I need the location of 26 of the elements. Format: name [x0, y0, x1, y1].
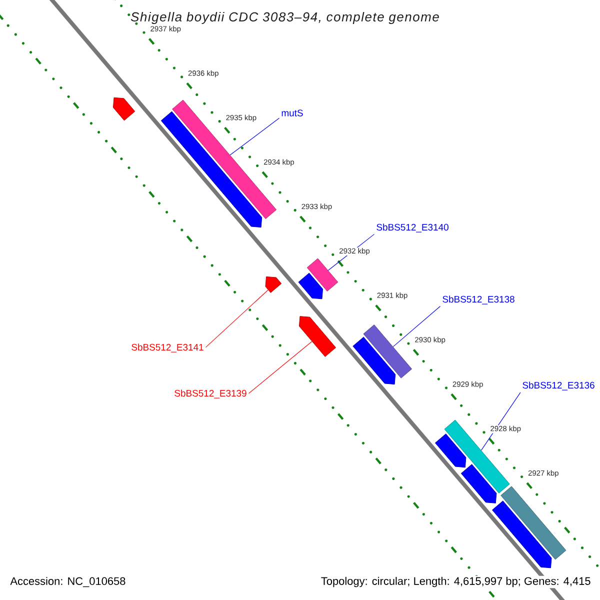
title: Shigella boydii CDC 3083–94, complete genome	[130, 12, 439, 24]
gene-label: SbBS512_E3140	[376, 224, 448, 232]
leader-line	[248, 341, 312, 394]
gene-block	[265, 276, 282, 293]
gene-label: SbBS512_E3139	[174, 390, 246, 398]
gene-label: SbBS512_E3138	[442, 296, 514, 304]
leader-line	[480, 392, 521, 451]
gene-block	[298, 272, 323, 300]
gene-block	[160, 111, 262, 228]
gene-bar	[306, 258, 338, 292]
leader-line	[392, 306, 441, 347]
gene-bar	[444, 420, 510, 494]
gene-bar	[363, 324, 412, 378]
gene-block	[492, 500, 552, 568]
genome-stats: Topology: circular; Length: 4,615,997 bp; Genes: 4,415	[320, 576, 592, 588]
leader-line	[205, 290, 268, 348]
gene-block	[434, 434, 466, 468]
gene-block	[352, 336, 396, 385]
gene-block	[112, 97, 136, 121]
gene-block	[298, 316, 336, 357]
gene-bar	[500, 486, 566, 560]
accession-text: Accession: NC_010658	[10, 576, 126, 588]
gene-label: SbBS512_E3141	[132, 344, 204, 352]
gene-block	[460, 464, 497, 504]
gene-label: SbBS512_E3136	[522, 382, 594, 390]
gene-label: mutS	[282, 110, 303, 116]
